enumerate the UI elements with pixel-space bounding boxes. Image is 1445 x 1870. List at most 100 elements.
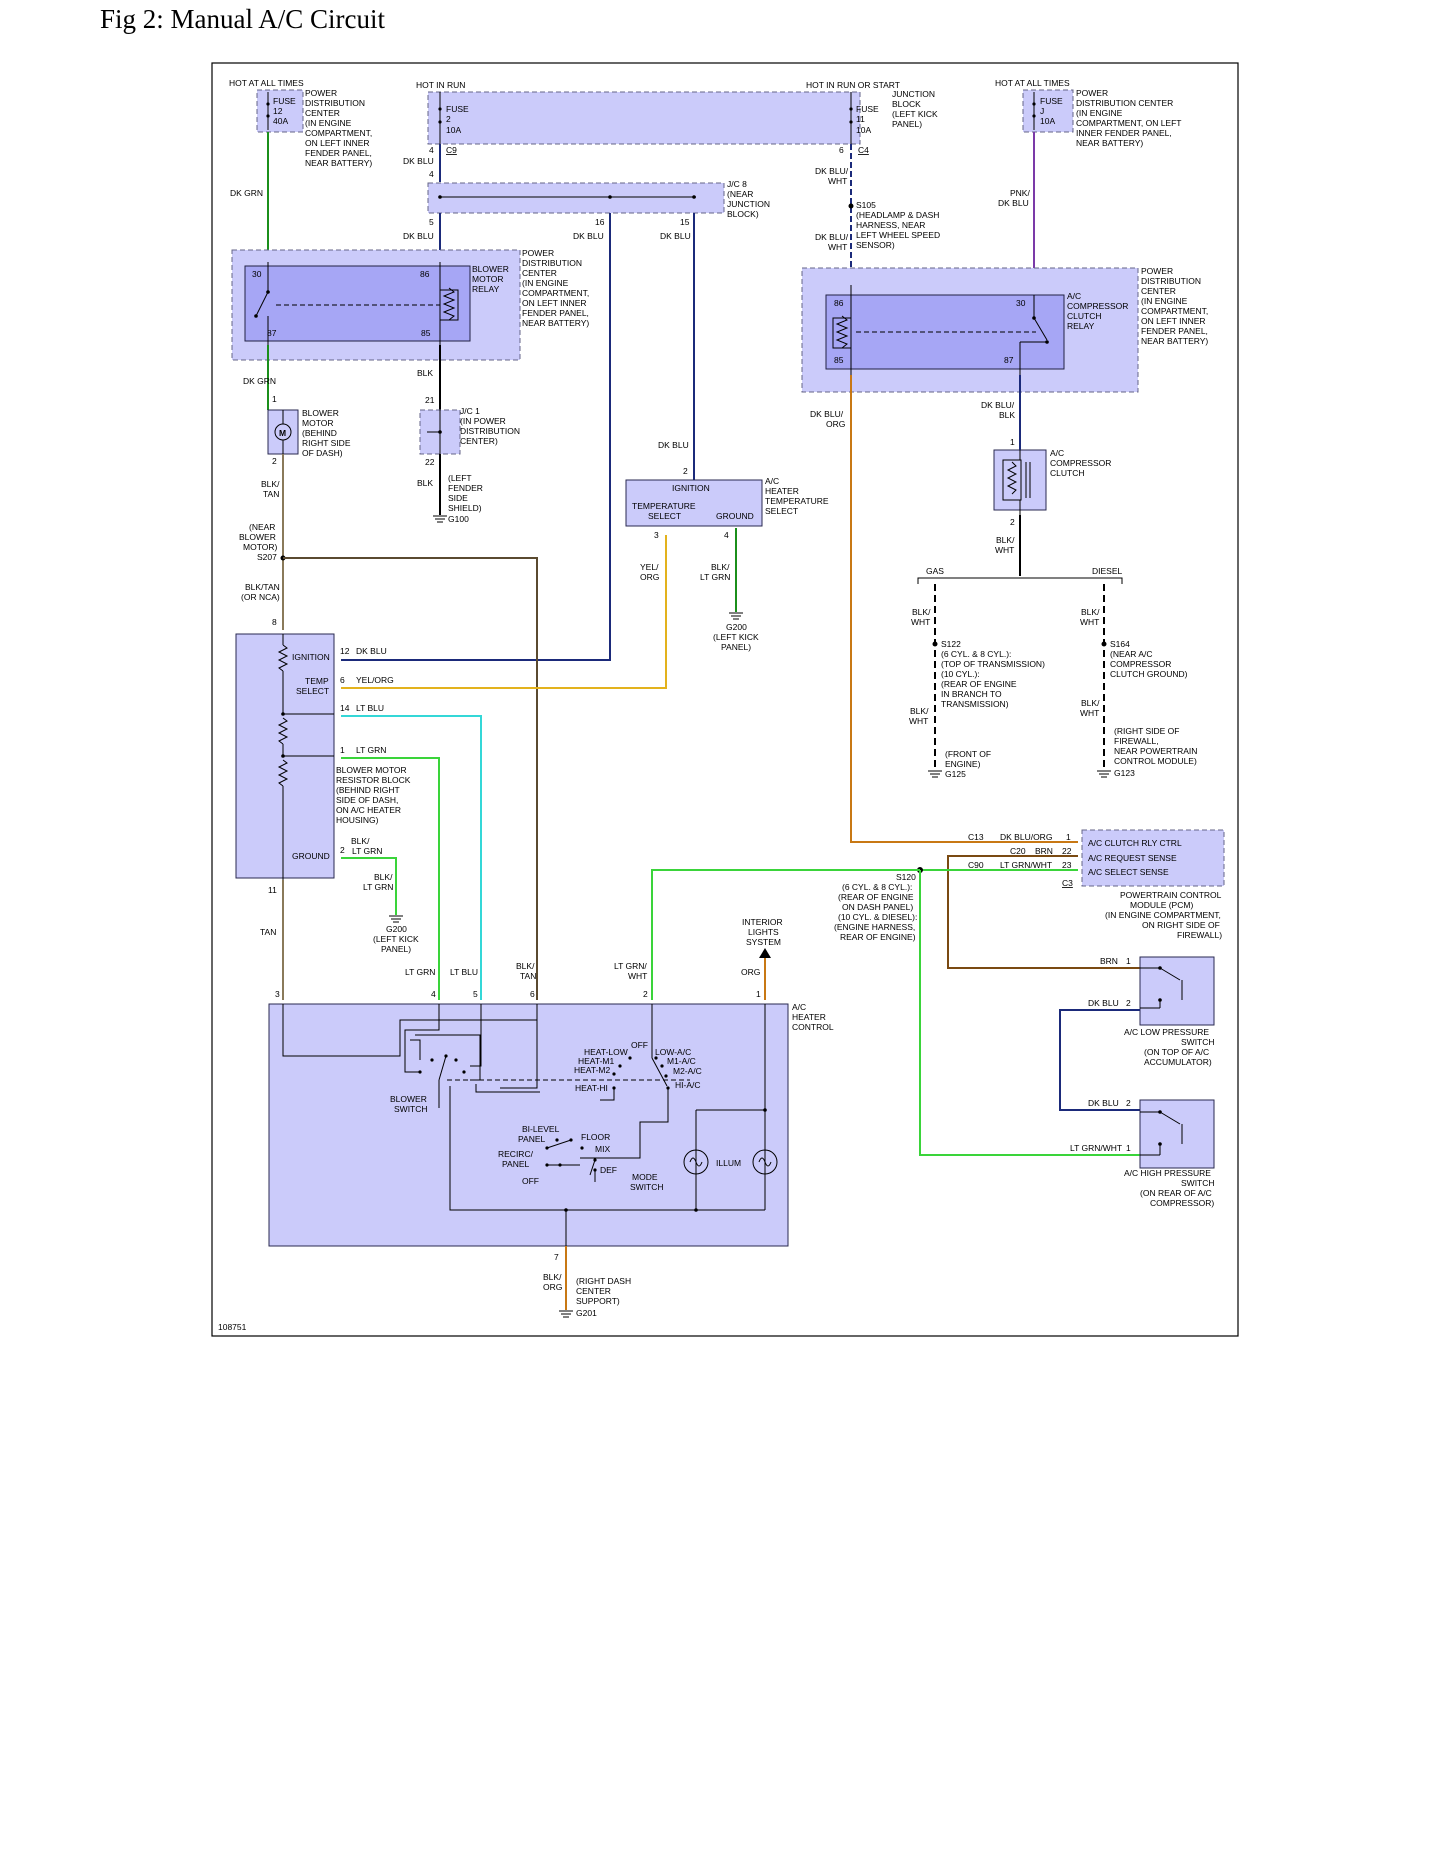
svg-text:(NEAR A/C: (NEAR A/C bbox=[1110, 649, 1153, 659]
svg-text:LOW-A/C: LOW-A/C bbox=[655, 1047, 691, 1057]
svg-text:(6 CYL. & 8 CYL.):: (6 CYL. & 8 CYL.): bbox=[842, 882, 912, 892]
wire-label-blk-wht-5a: BLK/ bbox=[1081, 698, 1100, 708]
pcm-pin-clutch-rly: A/C CLUTCH RLY CTRL bbox=[1088, 838, 1182, 848]
wire-label-brn-h: BRN bbox=[1035, 846, 1053, 856]
pin-1-clutch: 1 bbox=[1010, 437, 1015, 447]
wire-label-dk-blu-blk-a: DK BLU/ bbox=[981, 400, 1015, 410]
splice-s164 bbox=[1101, 641, 1107, 647]
pin-2-temp: 2 bbox=[683, 466, 688, 476]
wire-label-blk-org-b: ORG bbox=[543, 1282, 562, 1292]
svg-text:A/C: A/C bbox=[1050, 448, 1064, 458]
svg-text:M1-A/C: M1-A/C bbox=[667, 1056, 696, 1066]
svg-text:FLOOR: FLOOR bbox=[581, 1132, 610, 1142]
svg-text:(ENGINE HARNESS,: (ENGINE HARNESS, bbox=[834, 922, 915, 932]
jc8-text: J/C 8 (NEAR JUNCTION BLOCK) bbox=[727, 179, 770, 219]
svg-text:RELAY: RELAY bbox=[472, 284, 500, 294]
svg-text:G200: G200 bbox=[386, 924, 407, 934]
svg-text:PANEL: PANEL bbox=[502, 1159, 530, 1169]
fuse-icon bbox=[438, 92, 442, 144]
svg-text:JUNCTION: JUNCTION bbox=[892, 89, 935, 99]
temp-select: SELECT bbox=[648, 511, 681, 521]
fuse-12-box bbox=[256, 89, 304, 133]
wire-label-blk-wht-2b: WHT bbox=[911, 617, 930, 627]
wire-label-blk-tan-d: TAN bbox=[520, 971, 536, 981]
svg-text:ON LEFT INNER: ON LEFT INNER bbox=[1141, 316, 1206, 326]
fuse-11-num: 11 bbox=[856, 114, 865, 124]
illum-label: ILLUM bbox=[716, 1158, 741, 1168]
svg-text:(IN ENGINE COMPARTMENT,: (IN ENGINE COMPARTMENT, bbox=[1105, 910, 1221, 920]
connector-c90: C90 bbox=[968, 860, 984, 870]
pin-1-hps: 1 bbox=[1126, 1143, 1131, 1153]
pcm-pin-select: A/C SELECT SENSE bbox=[1088, 867, 1169, 877]
wire-label-dk-blu-8: DK BLU bbox=[1088, 1098, 1119, 1108]
svg-text:BLOCK: BLOCK bbox=[892, 99, 921, 109]
svg-text:FIREWALL): FIREWALL) bbox=[1177, 930, 1222, 940]
wire-dk-blu-jc8-16 bbox=[341, 213, 611, 661]
blower-motor-text: BLOWER MOTOR (BEHIND RIGHT SIDE OF DASH) bbox=[302, 408, 351, 458]
svg-text:INNER FENDER PANEL,: INNER FENDER PANEL, bbox=[1076, 128, 1172, 138]
blower-motor-relay bbox=[244, 265, 471, 342]
svg-text:(LEFT KICK: (LEFT KICK bbox=[892, 109, 938, 119]
wire-label-dk-blu-org-h: DK BLU/ORG bbox=[1000, 832, 1052, 842]
svg-text:COMPRESSOR: COMPRESSOR bbox=[1067, 301, 1128, 311]
wire-label-blk-lt-grn-1b: LT GRN bbox=[352, 846, 382, 856]
svg-text:(HEADLAMP & DASH: (HEADLAMP & DASH bbox=[856, 210, 939, 220]
svg-text:ON A/C HEATER: ON A/C HEATER bbox=[336, 805, 401, 815]
svg-text:A/C: A/C bbox=[792, 1002, 806, 1012]
svg-text:DISTRIBUTION CENTER: DISTRIBUTION CENTER bbox=[1076, 98, 1173, 108]
pin-1-motor: 1 bbox=[272, 394, 277, 404]
svg-text:COMPRESSOR): COMPRESSOR) bbox=[1150, 1198, 1214, 1208]
resistor-ground: GROUND bbox=[292, 851, 330, 861]
fuse-2-num: 2 bbox=[446, 114, 451, 124]
svg-text:OF DASH): OF DASH) bbox=[302, 448, 343, 458]
svg-text:OFF: OFF bbox=[631, 1040, 648, 1050]
svg-text:FENDER PANEL,: FENDER PANEL, bbox=[1141, 326, 1208, 336]
svg-text:BI-LEVEL: BI-LEVEL bbox=[522, 1124, 560, 1134]
wire-lt-grn-wht-s120-control bbox=[651, 869, 920, 1000]
svg-text:COMPRESSOR: COMPRESSOR bbox=[1110, 659, 1171, 669]
g200a-text: G200 (LEFT KICK PANEL) bbox=[713, 622, 759, 652]
ground-icon bbox=[433, 515, 447, 523]
pin-5-ctrl: 5 bbox=[473, 989, 478, 999]
svg-text:TEMPERATURE: TEMPERATURE bbox=[765, 496, 829, 506]
wire-label-blk-wht-1a: BLK/ bbox=[996, 535, 1015, 545]
gas-diesel-split bbox=[917, 577, 1123, 584]
pin-1-pcm: 1 bbox=[1066, 832, 1071, 842]
ac-low-pressure-switch bbox=[1139, 956, 1215, 1026]
svg-text:INTERIOR: INTERIOR bbox=[742, 917, 783, 927]
wire-label-pnk-b: DK BLU bbox=[998, 198, 1029, 208]
svg-text:SUPPORT): SUPPORT) bbox=[576, 1296, 620, 1306]
wire-label-blk-wht-3a: BLK/ bbox=[1081, 607, 1100, 617]
wire-label-blk-tan-c: BLK/ bbox=[516, 961, 535, 971]
svg-text:BLOWER MOTOR: BLOWER MOTOR bbox=[336, 765, 407, 775]
pin-14-res: 14 bbox=[340, 703, 350, 713]
svg-text:MOTOR: MOTOR bbox=[472, 274, 503, 284]
fuse-11-label: FUSE bbox=[856, 104, 879, 114]
fuse-2-11-box bbox=[427, 91, 861, 145]
svg-text:(IN ENGINE: (IN ENGINE bbox=[522, 278, 569, 288]
svg-text:(REAR OF ENGINE: (REAR OF ENGINE bbox=[838, 892, 914, 902]
pin-3-temp: 3 bbox=[654, 530, 659, 540]
svg-text:G125: G125 bbox=[945, 769, 966, 779]
pin-2-res: 2 bbox=[340, 845, 345, 855]
svg-text:(BEHIND: (BEHIND bbox=[302, 428, 337, 438]
wire-label-blk-lt-grn-1a: BLK/ bbox=[351, 836, 370, 846]
svg-text:IN BRANCH TO: IN BRANCH TO bbox=[941, 689, 1002, 699]
svg-text:OFF: OFF bbox=[522, 1176, 539, 1186]
temp-ignition: IGNITION bbox=[672, 483, 710, 493]
svg-text:(LEFT KICK: (LEFT KICK bbox=[373, 934, 419, 944]
svg-text:FENDER: FENDER bbox=[448, 483, 483, 493]
svg-text:MOTOR): MOTOR) bbox=[243, 542, 277, 552]
connector-c3: C3 bbox=[1062, 878, 1073, 888]
temp-temperature: TEMPERATURE bbox=[632, 501, 696, 511]
blower-relay-pin-87: 87 bbox=[267, 328, 277, 338]
svg-text:NEAR BATTERY): NEAR BATTERY) bbox=[1141, 336, 1208, 346]
ac-clutch-text: A/C COMPRESSOR CLUTCH bbox=[1050, 448, 1111, 478]
svg-text:SHIELD): SHIELD) bbox=[448, 503, 482, 513]
wire-label-blk-lt-grn-2b: LT GRN bbox=[363, 882, 393, 892]
ac-relay-pin-30: 30 bbox=[1016, 298, 1026, 308]
pdc-right-fuse-text: POWER DISTRIBUTION CENTER (IN ENGINE COM… bbox=[1076, 88, 1181, 148]
s105-text: S105 (HEADLAMP & DASH HARNESS, NEAR LEFT… bbox=[856, 200, 940, 250]
svg-text:NEAR BATTERY): NEAR BATTERY) bbox=[1076, 138, 1143, 148]
